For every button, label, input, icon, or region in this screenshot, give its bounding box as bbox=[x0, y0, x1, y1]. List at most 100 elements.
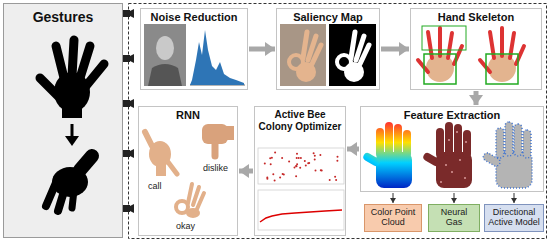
hand-silhouette bbox=[80, 46, 90, 78]
scatter-dot bbox=[314, 158, 316, 160]
noise-photo bbox=[148, 64, 182, 86]
scatter-dot bbox=[279, 177, 281, 179]
noise-photo bbox=[156, 36, 174, 60]
scatter-dot bbox=[321, 170, 323, 172]
node-title: Neural Gas bbox=[432, 208, 476, 228]
neural-gas-hand bbox=[422, 122, 472, 188]
hand-silhouette bbox=[40, 40, 104, 118]
hand-silhouette bbox=[56, 46, 64, 78]
node-title: RNN bbox=[176, 109, 200, 122]
histogram bbox=[190, 30, 244, 85]
neural-gas-dots bbox=[451, 171, 453, 173]
skeleton-hand bbox=[422, 26, 466, 50]
scatter-dot bbox=[281, 157, 283, 159]
scatter-dot bbox=[336, 160, 338, 162]
skeleton-hand bbox=[418, 60, 428, 72]
scatter-dot bbox=[315, 169, 317, 171]
flow-arrow bbox=[514, 193, 515, 203]
down-arrow bbox=[65, 124, 79, 146]
hand-silhouette bbox=[72, 40, 74, 76]
okay-hand bbox=[197, 193, 204, 209]
camera-icons bbox=[122, 9, 134, 18]
scatter-dot bbox=[300, 157, 302, 159]
feature-box: Neural Gas bbox=[428, 204, 480, 232]
camera-icons bbox=[130, 99, 134, 108]
scatter-plot bbox=[258, 148, 344, 184]
scatter-dot bbox=[296, 165, 298, 167]
panel-ground bbox=[3, 3, 123, 238]
node-title: Hand Skeleton bbox=[438, 11, 514, 24]
scatter-dot bbox=[282, 173, 284, 175]
process-box: Hand Skeleton bbox=[410, 8, 542, 90]
hand-photo bbox=[280, 24, 326, 86]
scatter-dot bbox=[329, 179, 331, 181]
camera-icons bbox=[122, 204, 134, 213]
scatter-dot bbox=[294, 167, 296, 169]
scatter-dot bbox=[266, 178, 268, 180]
neural-gas-dots bbox=[456, 131, 458, 133]
scatter-dot bbox=[308, 162, 310, 164]
feature-box: Color Point Cloud bbox=[364, 204, 422, 232]
scatter-dot bbox=[270, 163, 272, 165]
node-title: Noise Reduction bbox=[151, 11, 238, 24]
hand-silhouette bbox=[86, 64, 104, 86]
scatter-dot bbox=[304, 160, 306, 162]
neural-gas-dots bbox=[459, 159, 461, 161]
scatter-dot bbox=[295, 165, 297, 167]
gesture-label: call bbox=[148, 181, 162, 191]
camera-icons bbox=[122, 100, 130, 107]
camera-icons bbox=[130, 204, 134, 213]
call-hand bbox=[168, 162, 177, 174]
skeleton-hand bbox=[454, 46, 462, 64]
node-title: Feature Extraction bbox=[404, 109, 501, 122]
directional-model-hand bbox=[482, 122, 532, 188]
convergence-plot bbox=[258, 190, 344, 230]
noise-photo bbox=[144, 24, 186, 86]
scatter-dot bbox=[307, 162, 309, 164]
hand-photo bbox=[296, 62, 316, 82]
skeleton-hand bbox=[516, 46, 524, 64]
scatter-dot bbox=[296, 153, 298, 155]
hand-silhouette bbox=[80, 156, 92, 170]
scatter-dot bbox=[274, 180, 276, 182]
convergence-plot bbox=[258, 190, 344, 230]
dashed-frame bbox=[129, 4, 547, 239]
skeleton-hand bbox=[500, 28, 504, 56]
camera-icons bbox=[130, 54, 134, 63]
scatter-dot bbox=[271, 157, 273, 159]
neural-gas-dots bbox=[440, 181, 442, 183]
saliency-mask bbox=[344, 62, 364, 82]
node-title: Directional Active Model bbox=[488, 208, 540, 228]
process-box: Active Bee Colony Optimizer bbox=[254, 106, 346, 236]
call-hand bbox=[156, 164, 166, 176]
node-title: Gestures bbox=[33, 9, 94, 25]
skeleton-hand bbox=[486, 54, 518, 84]
gesture-panel: Gestures bbox=[3, 3, 123, 238]
scatter-dot bbox=[320, 169, 322, 171]
scatter-dot bbox=[288, 161, 290, 163]
camera-icons bbox=[130, 9, 134, 18]
okay-hand bbox=[188, 184, 192, 203]
convergence-plot bbox=[260, 210, 342, 222]
hand-photo bbox=[280, 24, 326, 86]
neural-gas-dots bbox=[448, 139, 450, 141]
process-box: Noise Reduction bbox=[140, 8, 248, 90]
hand-silhouette bbox=[46, 156, 92, 211]
hand-silhouette bbox=[58, 188, 65, 211]
hand-photo bbox=[303, 32, 307, 58]
down-arrow bbox=[65, 136, 79, 146]
neural-gas-dots bbox=[465, 141, 467, 143]
camera-icons bbox=[122, 54, 134, 63]
scatter-dot bbox=[299, 167, 301, 169]
scatter-dot bbox=[319, 154, 321, 156]
hand-silhouette bbox=[62, 104, 82, 118]
scatter-dot bbox=[335, 179, 337, 181]
flow-arrow bbox=[249, 47, 275, 52]
scatter-dot bbox=[314, 155, 316, 157]
scatter-dot bbox=[296, 157, 298, 159]
hand-silhouette bbox=[72, 190, 74, 208]
scatter-dot bbox=[305, 165, 307, 167]
dislike-hand bbox=[224, 126, 234, 140]
scatter-dot bbox=[272, 173, 274, 175]
